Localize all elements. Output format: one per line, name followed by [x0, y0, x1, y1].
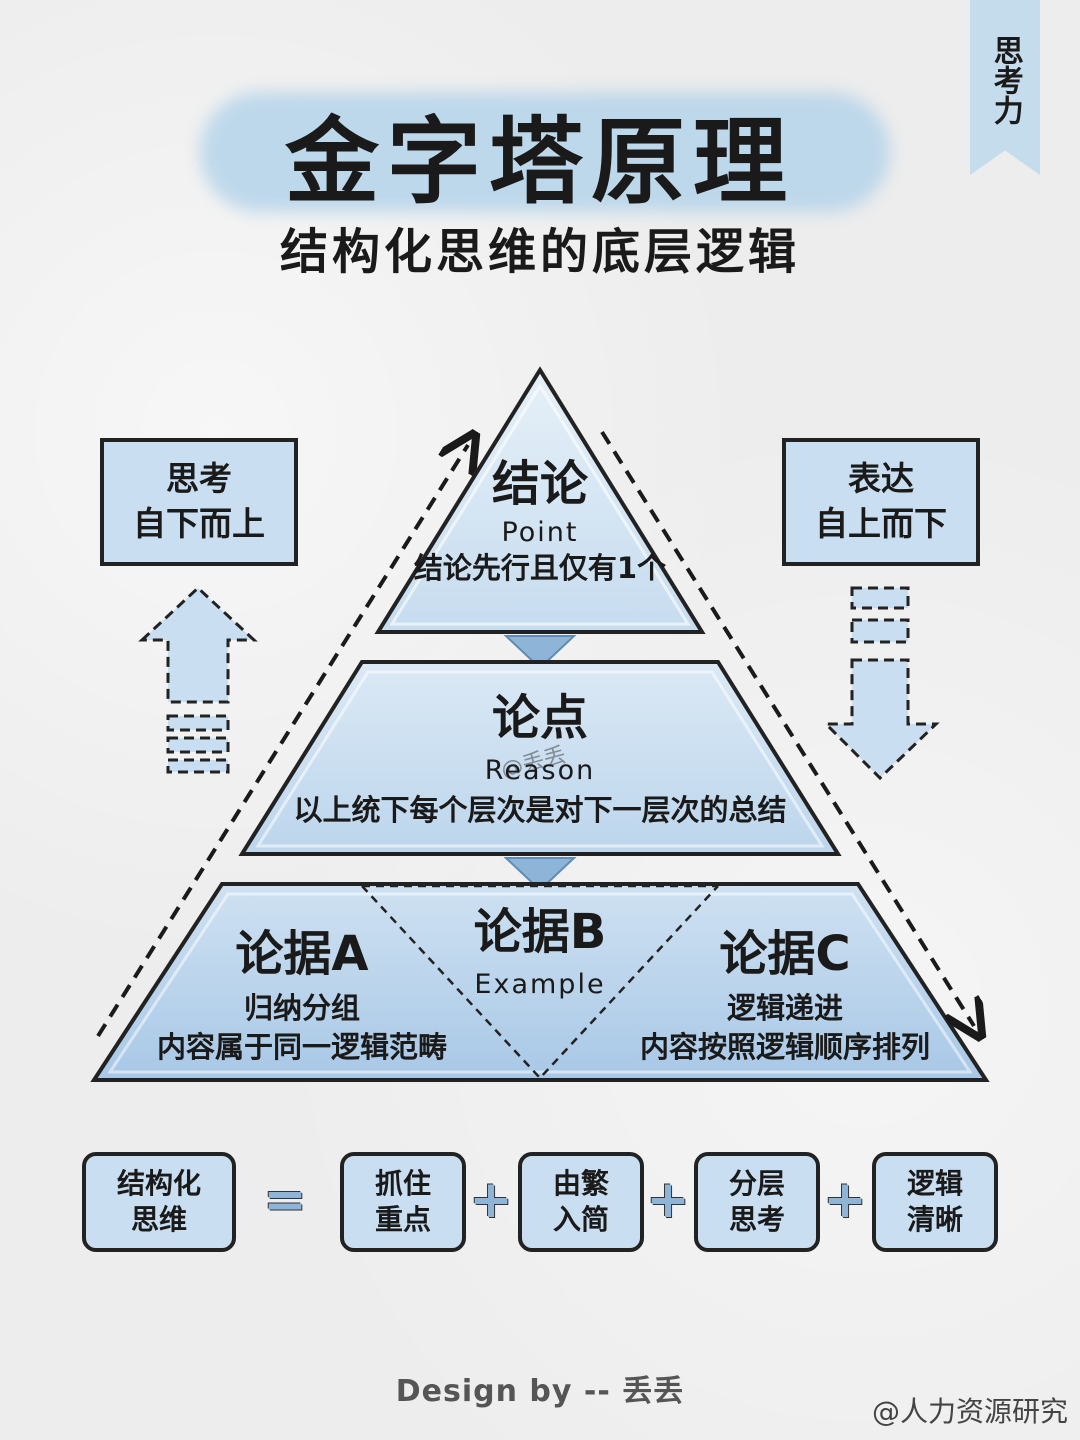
evidence-b-block: 论据B Example — [440, 906, 640, 1001]
evidence-b-english: Example — [474, 968, 606, 1000]
plus-sign-3: + — [823, 1170, 867, 1230]
page-title: 金字塔原理 — [284, 108, 795, 217]
formula-result-box: 结构化 思维 — [82, 1152, 236, 1252]
argument-title: 论点 — [491, 690, 588, 746]
think-direction-arrow — [96, 445, 468, 1038]
connector-arrow-top — [503, 635, 577, 670]
evidence-c-line2: 内容按照逻辑顺序排列 — [639, 1029, 930, 1064]
formula-term-simplify: 由繁 入简 — [518, 1152, 644, 1252]
think-bottom-up-box: 思考 自下而上 — [100, 438, 298, 566]
evidence-a-block: 论据A 归纳分组 内容属于同一逻辑范畴 — [112, 928, 492, 1067]
evidence-b-title: 论据B — [473, 904, 607, 960]
formula-term-1-line2: 重点 — [374, 1203, 431, 1236]
evidence-a-line2: 内容属于同一逻辑范畴 — [156, 1029, 447, 1064]
pyramid-top-layer — [374, 366, 706, 634]
page-subtitle: 结构化思维的底层逻辑 — [279, 224, 800, 280]
connector-arrow-middle — [503, 857, 577, 892]
conclusion-desc: 结论先行且仅有1个 — [413, 551, 667, 586]
evidence-a-line1: 归纳分组 — [243, 990, 360, 1025]
argument-english: Reason — [484, 754, 596, 786]
evidence-c-line1: 逻辑递进 — [726, 990, 843, 1025]
formula-result-line1: 结构化 — [116, 1166, 201, 1200]
left-up-block-arrow — [138, 585, 258, 774]
evidence-c-block: 论据C 逻辑递进 内容按照逻辑顺序排列 — [590, 928, 980, 1067]
bottom-layer-divider — [361, 885, 719, 1080]
formula-term-4-line1: 逻辑 — [906, 1166, 963, 1200]
argument-block: 论点 Reason 以上统下每个层次是对下一层次的总结 — [260, 692, 820, 830]
formula-term-focus: 抓住 重点 — [340, 1152, 466, 1252]
conclusion-title: 结论 — [491, 456, 588, 512]
right-down-block-arrow — [822, 586, 940, 781]
design-credit: Design by -- 丢丢 — [395, 1374, 685, 1409]
formula-term-layered: 分层 思考 — [694, 1152, 820, 1252]
think-label: 思考 — [166, 459, 232, 499]
conclusion-block: 结论 Point 结论先行且仅有1个 — [390, 458, 690, 588]
express-direction-arrow — [600, 430, 974, 1026]
title-highlight — [200, 92, 890, 212]
express-top-down-box: 表达 自上而下 — [782, 438, 980, 566]
formula-result-line2: 思维 — [130, 1203, 187, 1236]
bookmark-ribbon — [970, 0, 1040, 175]
evidence-c-title: 论据C — [719, 926, 851, 982]
formula-term-2-line1: 由繁 — [552, 1166, 609, 1200]
plus-sign-2: + — [646, 1170, 690, 1230]
evidence-a-title: 论据A — [235, 926, 369, 982]
formula-term-1-line1: 抓住 — [374, 1166, 431, 1200]
equals-sign: = — [263, 1170, 307, 1230]
source-watermark: @人力资源研究 — [871, 1395, 1068, 1428]
formula-term-2-line2: 入简 — [552, 1203, 609, 1236]
formula-term-clear-logic: 逻辑 清晰 — [872, 1152, 998, 1252]
conclusion-english: Point — [501, 516, 579, 548]
express-direction-label: 自上而下 — [815, 504, 947, 543]
pyramid-bottom-layer — [90, 882, 990, 1082]
think-direction-label: 自下而上 — [133, 504, 265, 543]
bookmark-label: 思考力 — [987, 34, 1023, 125]
plus-sign-1: + — [469, 1170, 513, 1230]
argument-desc: 以上统下每个层次是对下一层次的总结 — [293, 793, 787, 828]
express-label: 表达 — [848, 459, 914, 499]
formula-term-4-line2: 清晰 — [906, 1203, 963, 1236]
pyramid-middle-layer — [238, 660, 842, 856]
formula-term-3-line2: 思考 — [728, 1203, 785, 1236]
formula-term-3-line1: 分层 — [728, 1166, 785, 1200]
